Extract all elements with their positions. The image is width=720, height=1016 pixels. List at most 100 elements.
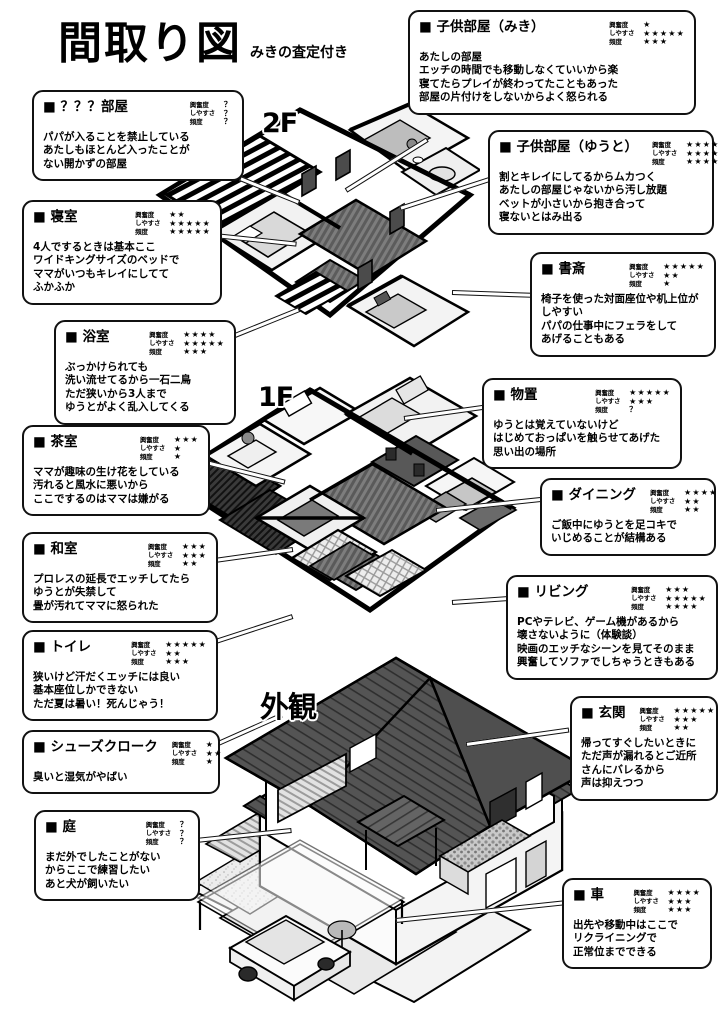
room-title: ■ ？？？部屋 bbox=[43, 99, 128, 115]
room-title: ■ シューズクローク bbox=[33, 739, 158, 755]
stat-value-ease: ★★★ bbox=[667, 896, 693, 906]
room-description: PCやテレビ、ゲーム機があるから 壊さないように（体験談） 映画のエッチなシーン… bbox=[517, 615, 696, 669]
callout-header: ■ 浴室 興奮度★★★★ しやすさ★★★★★ 頻度★★★ bbox=[65, 329, 225, 357]
stat-value-frequency: ★★ bbox=[181, 559, 199, 569]
callout-header: ■ 書斎 興奮度★★★★★ しやすさ★★ 頻度★ bbox=[541, 261, 705, 289]
room-title: ■ 物置 bbox=[493, 387, 538, 403]
room-description: まだ外でしたことがない からここで練習したい あと犬が飼いたい bbox=[45, 850, 161, 890]
stat-label-excitement: 興奮度 bbox=[629, 262, 649, 271]
stat-label-ease: しやすさ bbox=[139, 444, 166, 453]
stat-value-ease: ★★★★ bbox=[685, 148, 720, 158]
stat-label-frequency: 頻度 bbox=[631, 603, 644, 612]
room-description: 椅子を使った対面座位や机上位が しやすい パパの仕事中にフェラをして あげること… bbox=[541, 292, 699, 346]
room-stats: 興奮度★ しやすさ★★ 頻度★ bbox=[164, 739, 223, 767]
stat-value-excitement: ？ bbox=[179, 820, 189, 829]
stat-label-frequency: 頻度 bbox=[131, 658, 144, 667]
stat-value-excitement: ★★★ bbox=[665, 585, 691, 594]
stat-label-ease: しやすさ bbox=[131, 649, 157, 658]
room-description: 帰ってすぐしたいときに ただ声が漏れるとご近所 さんにバレるから 声は抑えつつ bbox=[581, 736, 697, 790]
car-illustration bbox=[228, 914, 352, 1002]
stat-value-ease: ★★★★★ bbox=[183, 338, 225, 348]
room-title: ■ 茶室 bbox=[33, 434, 78, 450]
callout-kids-room-yuto[interactable]: ■ 子供部屋（ゆうと） 興奮度★★★★ しやすさ★★★★ 頻度★★★★ 割とキレ… bbox=[488, 130, 718, 235]
stat-value-excitement: ★★★★ bbox=[667, 888, 701, 897]
room-title: ■ 浴室 bbox=[65, 329, 110, 345]
callout-japanese-room[interactable]: ■ 和室 興奮度★★★ しやすさ★★★ 頻度★★ プロレスの延長でエッチしてたら… bbox=[22, 532, 218, 624]
stat-value-frequency: ★★ bbox=[683, 505, 701, 515]
callout-garden[interactable]: ■ 庭 興奮度？ しやすさ？ 頻度？ まだ外でしたことがない からここで練習した… bbox=[34, 810, 200, 902]
stat-label-excitement: 興奮度 bbox=[135, 210, 155, 219]
stat-value-excitement: ？ bbox=[223, 100, 233, 109]
callout-shoes-cloak[interactable]: ■ シューズクローク 興奮度★ しやすさ★★ 頻度★ 臭いと湿気がやばい bbox=[22, 730, 221, 795]
room-stats: 興奮度★★★★ しやすさ★★★★★ 頻度★★★ bbox=[141, 329, 225, 357]
stat-label-ease: しやすさ bbox=[631, 594, 657, 603]
callout-study[interactable]: ■ 書斎 興奮度★★★★★ しやすさ★★ 頻度★ 椅子を使った対面座位や机上位が… bbox=[530, 252, 716, 357]
callout-living[interactable]: ■ リビング 興奮度★★★ しやすさ★★★★★ 頻度★★★★ PCやテレビ、ゲー… bbox=[506, 575, 718, 680]
stat-value-ease: ？ bbox=[179, 828, 189, 838]
room-stats: 興奮度★★★★★ しやすさ★★★ 頻度？ bbox=[587, 387, 671, 415]
stat-value-excitement: ★ bbox=[643, 20, 652, 29]
stat-label-frequency: 頻度 bbox=[149, 348, 162, 357]
room-description: 臭いと湿気がやばい bbox=[33, 770, 128, 783]
room-stats: 興奮度★★ しやすさ★★★★★ 頻度★★★★★ bbox=[127, 209, 211, 237]
room-description: パパが入ることを禁止している あたしもほとんど入ったことが ない開かずの部屋 bbox=[43, 130, 190, 170]
callout-entrance[interactable]: ■ 玄関 興奮度★★★★★ しやすさ★★★ 頻度★★ 帰ってすぐしたいときに た… bbox=[570, 696, 718, 801]
room-title: ■ ダイニング bbox=[551, 487, 636, 503]
callout-header: ■ シューズクローク 興奮度★ しやすさ★★ 頻度★ bbox=[33, 739, 221, 767]
stat-label-excitement: 興奮度 bbox=[595, 388, 615, 397]
stat-label-ease: しやすさ bbox=[149, 339, 175, 348]
stat-value-frequency: ★ bbox=[173, 452, 183, 462]
stat-label-ease: しやすさ bbox=[629, 271, 655, 280]
room-stats: 興奮度★★★★ しやすさ★★★★ 頻度★★★★ bbox=[644, 139, 720, 167]
poster-header: 間取り図 みきの査定付き bbox=[58, 22, 348, 66]
callout-mystery-room[interactable]: ■ ？？？部屋 興奮度？ しやすさ？ 頻度？ パパが入ることを禁止している あた… bbox=[32, 90, 244, 182]
exterior-illustration bbox=[190, 656, 593, 1004]
room-title: ■ 子供部屋（ゆうと） bbox=[499, 139, 638, 155]
room-stats: 興奮度？ しやすさ？ 頻度？ bbox=[138, 819, 189, 847]
callout-toilet[interactable]: ■ トイレ 興奮度★★★★★ しやすさ★★ 頻度★★★ 狭いけど汗だくエッチには… bbox=[22, 630, 218, 722]
stat-value-ease: ★★★ bbox=[629, 396, 655, 406]
room-description: ぶっかけられても 洗い流せてるから一石二鳥 ただ狭いから3人まで ゆうとがよく乱… bbox=[65, 360, 191, 414]
stat-label-excitement: 興奮度 bbox=[147, 542, 167, 551]
callout-header: ■ 玄関 興奮度★★★★★ しやすさ★★★ 頻度★★ bbox=[581, 705, 714, 733]
stat-value-ease: ★★★ bbox=[673, 714, 699, 724]
stat-value-frequency: ★★★★ bbox=[665, 602, 699, 612]
stat-value-frequency: ★★★★★ bbox=[169, 227, 211, 237]
callout-header: ■ リビング 興奮度★★★ しやすさ★★★★★ 頻度★★★★ bbox=[517, 584, 707, 612]
stat-value-excitement: ★★★★★ bbox=[629, 388, 671, 397]
stat-value-frequency: ★★★ bbox=[165, 657, 191, 667]
floor-label-1f: 1F bbox=[258, 382, 294, 413]
stat-value-excitement: ★★★ bbox=[173, 435, 199, 444]
stat-value-frequency: ★★ bbox=[673, 723, 691, 733]
callout-kids-room-miki[interactable]: ■ 子供部屋（みき） 興奮度★ しやすさ★★★★★ 頻度★★★ あたしの部屋 エ… bbox=[408, 10, 696, 115]
stat-value-excitement: ★★★★ bbox=[685, 140, 720, 149]
stat-value-ease: ★★★★★ bbox=[169, 218, 211, 228]
stat-label-ease: しやすさ bbox=[633, 897, 659, 906]
callout-dining[interactable]: ■ ダイニング 興奮度★★★★ しやすさ★★ 頻度★★ ご飯中にゆうとを足コキで… bbox=[540, 478, 716, 556]
room-description: ゆうとは覚えていないけど はじめておっぱいを触らせてあげた 思い出の場所 bbox=[493, 418, 661, 458]
callout-bathroom[interactable]: ■ 浴室 興奮度★★★★ しやすさ★★★★★ 頻度★★★ ぶっかけられても 洗い… bbox=[54, 320, 236, 425]
callout-car[interactable]: ■ 車 興奮度★★★★ しやすさ★★★ 頻度★★★ 出先や移動中はここで リクラ… bbox=[562, 878, 712, 970]
stat-label-excitement: 興奮度 bbox=[651, 140, 671, 149]
room-stats: 興奮度？ しやすさ？ 頻度？ bbox=[182, 99, 233, 127]
room-title: ■ 和室 bbox=[33, 541, 78, 557]
callout-header: ■ ダイニング 興奮度★★★★ しやすさ★★ 頻度★★ bbox=[551, 487, 716, 515]
stat-label-ease: しやすさ bbox=[147, 551, 174, 560]
stat-value-excitement: ★★★★ bbox=[183, 330, 217, 339]
stat-label-ease: しやすさ bbox=[609, 29, 635, 38]
stat-label-excitement: 興奮度 bbox=[631, 585, 651, 594]
callout-tea-room[interactable]: ■ 茶室 興奮度★★★ しやすさ★ 頻度★ ママが趣味の生け花をしている 汚れる… bbox=[22, 425, 210, 517]
room-description: 狭いけど汗だくエッチには良い 基本座位しかできない ただ夏は暑い！死んじゃう！ bbox=[33, 670, 180, 710]
stat-value-frequency: ？ bbox=[629, 405, 639, 415]
callout-bedroom[interactable]: ■ 寝室 興奮度★★ しやすさ★★★★★ 頻度★★★★★ 4人でするときは基本こ… bbox=[22, 200, 222, 305]
callout-header: ■ 茶室 興奮度★★★ しやすさ★ 頻度★ bbox=[33, 434, 199, 462]
callout-header: ■ 物置 興奮度★★★★★ しやすさ★★★ 頻度？ bbox=[493, 387, 671, 415]
room-description: あたしの部屋 エッチの時間でも移動しなくていいから楽 寝てたらプレイが終わってた… bbox=[419, 50, 619, 104]
callout-header: ■ 車 興奮度★★★★ しやすさ★★★ 頻度★★★ bbox=[573, 887, 701, 915]
callout-storage[interactable]: ■ 物置 興奮度★★★★★ しやすさ★★★ 頻度？ ゆうとは覚えていないけど は… bbox=[482, 378, 682, 470]
room-description: ママが趣味の生け花をしている 汚れると風水に悪いから ここでするのはママは嫌がる bbox=[33, 465, 180, 505]
callout-header: ■ ？？？部屋 興奮度？ しやすさ？ 頻度？ bbox=[43, 99, 233, 127]
room-stats: 興奮度★★★★ しやすさ★★★ 頻度★★★ bbox=[626, 887, 702, 915]
stat-label-frequency: 頻度 bbox=[145, 838, 159, 847]
stat-label-frequency: 頻度 bbox=[651, 158, 665, 167]
